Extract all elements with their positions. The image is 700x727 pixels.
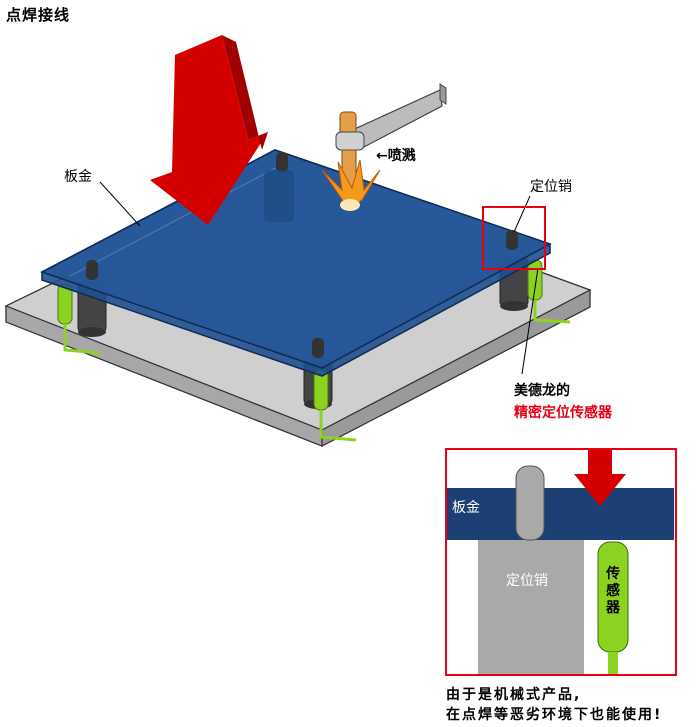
detail-label-sheet-metal: 板金	[452, 500, 480, 516]
label-spatter: ←喷溅	[376, 148, 416, 164]
page-title: 点焊接线	[6, 6, 71, 24]
caption-line-2: 在点焊等恶劣环境下也能使用!	[446, 707, 663, 723]
sheet-metal-plate	[40, 149, 552, 377]
pin-highlight-box	[482, 206, 546, 270]
pressing-arrow	[150, 35, 268, 225]
label-brand: 美德龙的	[514, 383, 570, 399]
locating-pins	[86, 152, 518, 358]
detail-label-sensor: 传感器	[606, 566, 620, 616]
label-sheet-metal: 板金	[64, 169, 92, 185]
detail-view	[445, 448, 677, 676]
caption-line-1: 由于是机械式产品,	[446, 687, 582, 703]
spatter-sparks	[321, 159, 381, 211]
label-product: 精密定位传感器	[514, 405, 612, 421]
welding-gun	[335, 83, 447, 189]
label-locating-pin: 定位销	[530, 179, 572, 195]
leader-lines	[99, 181, 539, 375]
detail-label-locating-pin: 定位销	[506, 573, 548, 589]
